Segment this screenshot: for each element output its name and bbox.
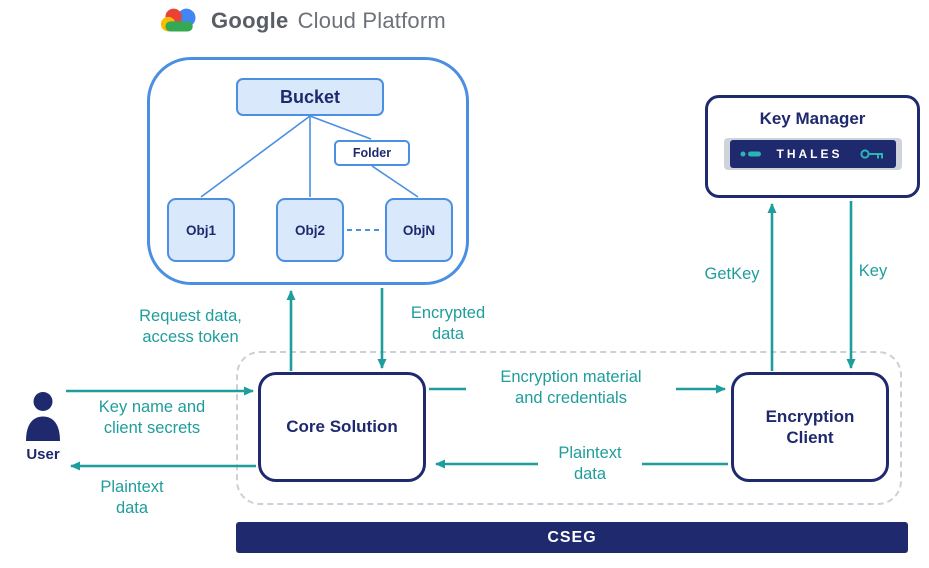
- thales-brand-label: THALES: [776, 147, 843, 161]
- getkey-label: GetKey: [704, 265, 760, 283]
- encryption-client-node: Encryption Client: [731, 372, 889, 482]
- user-icon: [26, 392, 60, 441]
- request-data-label: Request data, access token: [139, 307, 242, 346]
- objn-label: ObjN: [402, 222, 436, 238]
- bucket-label: Bucket: [279, 86, 341, 107]
- folder-node: Folder: [334, 140, 410, 166]
- cseg-label: CSEG: [547, 528, 597, 546]
- key-manager-title: Key Manager: [759, 109, 866, 128]
- plaintext-to-user-label: Plaintext data: [100, 478, 164, 517]
- key-name-label: Key name and client secrets: [98, 398, 206, 437]
- thales-appliance: THALES: [723, 138, 902, 170]
- key-icon: [859, 149, 883, 159]
- gcp-logo: Google Cloud Platform: [158, 5, 446, 36]
- thales-front-panel: THALES: [729, 140, 896, 168]
- cseg-bar: CSEG: [236, 522, 908, 553]
- plaintext-to-core-label: Plaintext data: [538, 443, 642, 485]
- obj2-label: Obj2: [294, 222, 325, 238]
- folder-label: Folder: [352, 146, 392, 160]
- core-solution-label: Core Solution: [286, 417, 398, 437]
- appliance-led-icon: [740, 151, 761, 157]
- obj1-node: Obj1: [167, 198, 235, 262]
- bucket-node: Bucket: [236, 78, 384, 116]
- logo-cloud-platform-text: Cloud Platform: [297, 7, 446, 33]
- key-label: Key: [858, 262, 888, 280]
- cseg-boundary: [236, 351, 902, 505]
- user-label: User: [26, 446, 60, 463]
- encryption-client-label: Encryption Client: [765, 406, 855, 447]
- obj1-label: Obj1: [185, 222, 216, 238]
- objn-node: ObjN: [385, 198, 453, 262]
- obj2-node: Obj2: [276, 198, 344, 262]
- google-cloud-icon: [160, 8, 196, 32]
- logo-google-text: Google: [211, 7, 289, 33]
- core-solution-node: Core Solution: [258, 372, 426, 482]
- encryption-material-label: Encryption material and credentials: [466, 367, 676, 409]
- encrypted-data-label: Encrypted data: [410, 304, 486, 343]
- key-manager-node: Key Manager THALES: [705, 95, 920, 198]
